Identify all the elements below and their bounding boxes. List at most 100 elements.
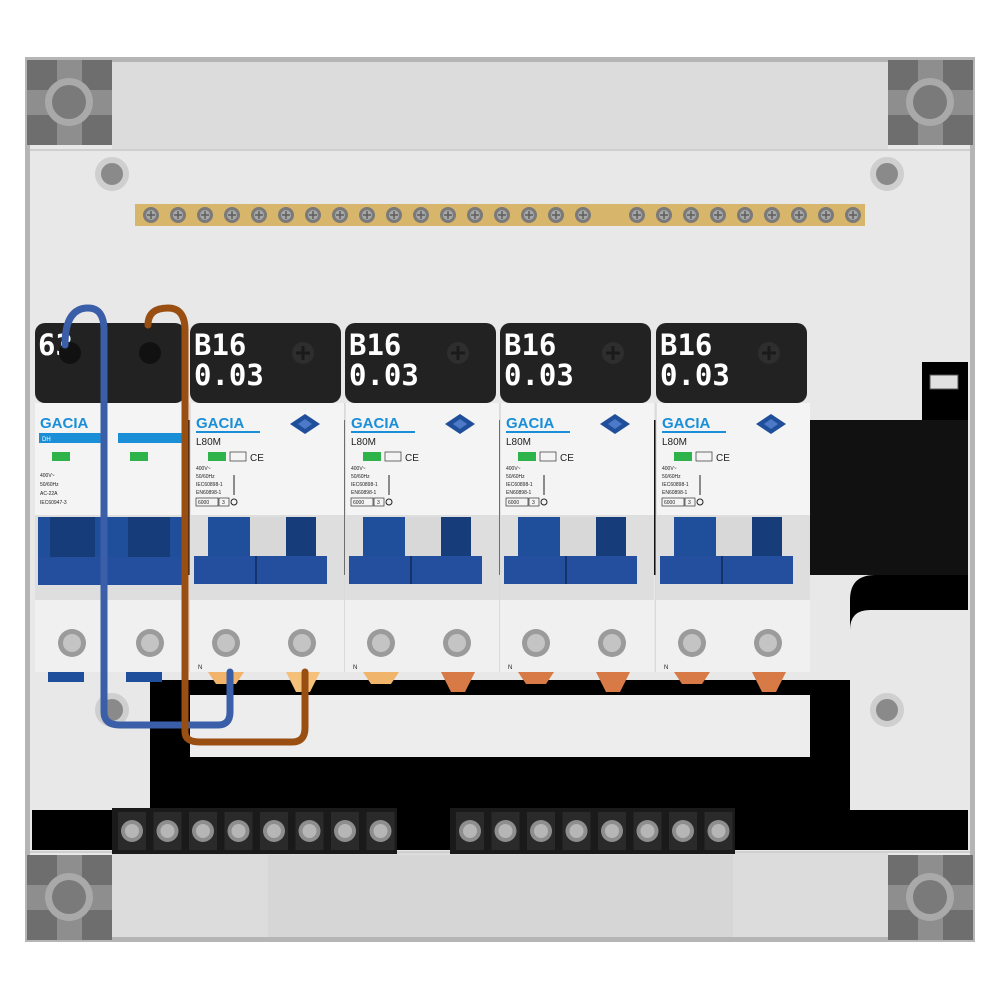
- busbar-screw: [143, 207, 159, 223]
- rcbo-toggle[interactable]: [660, 517, 793, 584]
- rcbo-spec: 50/60Hz: [196, 474, 215, 480]
- rcbo-spec: IEC60898-1: [196, 482, 223, 488]
- rcbo-toggle[interactable]: [349, 517, 482, 584]
- rcbo-spec: EN60898-1: [662, 490, 688, 496]
- busbar-screw: [170, 207, 186, 223]
- rcbo-spec: 50/60Hz: [351, 474, 370, 480]
- rcbo-model: L80M: [662, 437, 687, 448]
- terminal-screw[interactable]: [118, 812, 146, 850]
- corner-screw-top-right: [888, 60, 973, 145]
- rcbo-model: L80M: [196, 437, 221, 448]
- ce-mark-icon: CE: [405, 453, 419, 464]
- busbar-screw: [386, 207, 402, 223]
- rcbo-rating: B16: [504, 328, 556, 362]
- busbar-screw: [413, 207, 429, 223]
- rcbo-neutral-label: N: [198, 665, 202, 671]
- main-switch-spec-3: IEC60947-3: [40, 500, 67, 506]
- busbar-screw: [656, 207, 672, 223]
- rcbo-spec: IEC60898-1: [506, 482, 533, 488]
- terminal-screw[interactable]: [189, 812, 217, 850]
- terminal-screw[interactable]: [598, 812, 626, 850]
- terminal-screw[interactable]: [491, 812, 520, 850]
- rcbo-class: 3: [222, 500, 225, 506]
- rcbo-toggle[interactable]: [194, 517, 327, 584]
- corner-screw-top-left: [27, 60, 112, 145]
- rcbo-breaking: 6000: [664, 500, 675, 506]
- main-switch-spec-2: AC-22A: [40, 491, 58, 497]
- rcbo-neutral-label: N: [508, 665, 512, 671]
- test-diamond-icon[interactable]: [600, 414, 630, 434]
- busbar-screw: [332, 207, 348, 223]
- busbar-screw: [791, 207, 807, 223]
- rcbo-sensitivity: 0.03: [660, 358, 730, 392]
- ce-mark-icon: CE: [560, 453, 574, 464]
- rcbo-sensitivity: 0.03: [194, 358, 264, 392]
- rcbo-rating: B16: [194, 328, 246, 362]
- terminal-screw[interactable]: [366, 812, 395, 850]
- busbar-screw: [251, 207, 267, 223]
- busbar-screw: [521, 207, 537, 223]
- busbar-screw: [197, 207, 213, 223]
- busbar-screw: [224, 207, 240, 223]
- main-switch-indicator: [52, 452, 70, 461]
- main-switch-spec-0: 400V~: [40, 473, 55, 479]
- rcbo-spec: 400V~: [506, 466, 521, 472]
- rcbo-model: L80M: [506, 437, 531, 448]
- rcbo-spec: IEC60898-1: [351, 482, 378, 488]
- terminal-screw[interactable]: [295, 812, 324, 850]
- terminal-blocks: [112, 808, 735, 854]
- rcbo-spec: EN60898-1: [351, 490, 377, 496]
- busbar-screw: [359, 207, 375, 223]
- test-diamond-icon[interactable]: [756, 414, 786, 434]
- rcbo-breaking: 6000: [508, 500, 519, 506]
- corner-screw-bottom-left: [27, 855, 112, 940]
- main-switch[interactable]: 63 GACIA DH 400V~ 50/60Hz AC-22A IEC6094…: [35, 323, 185, 682]
- top-panel: [112, 62, 888, 150]
- ce-mark-icon: CE: [716, 453, 730, 464]
- rcbo-spec: 50/60Hz: [662, 474, 681, 480]
- rcbo-class: 3: [688, 500, 691, 506]
- busbar-screw: [710, 207, 726, 223]
- rcbo-spec: IEC60898-1: [662, 482, 689, 488]
- neutral-wire: [61, 304, 234, 729]
- terminal-screw[interactable]: [669, 812, 697, 850]
- rcbo-brand: GACIA: [196, 415, 245, 432]
- rcbo-spec: EN60898-1: [196, 490, 222, 496]
- rcbo-class: 3: [532, 500, 535, 506]
- test-diamond-icon[interactable]: [290, 414, 320, 434]
- terminal-screw[interactable]: [224, 812, 253, 850]
- terminal-screw[interactable]: [704, 812, 733, 850]
- main-switch-spec-1: 50/60Hz: [40, 482, 59, 488]
- busbar-screw: [845, 207, 861, 223]
- rcbo-1[interactable]: B160.03GACIAL80MCE400V~50/60HzIEC60898-1…: [344, 323, 499, 692]
- rcbo-sensitivity: 0.03: [349, 358, 419, 392]
- terminal-screw[interactable]: [633, 812, 662, 850]
- rcbo-0[interactable]: B160.03GACIAL80MCE400V~50/60HzIEC60898-1…: [189, 323, 344, 692]
- rcbo-model: L80M: [351, 437, 376, 448]
- busbar-screw: [629, 207, 645, 223]
- rcbo-sensitivity: 0.03: [504, 358, 574, 392]
- test-diamond-icon[interactable]: [445, 414, 475, 434]
- rcbo-brand: GACIA: [506, 415, 555, 432]
- busbar-screw: [467, 207, 483, 223]
- rcbo-breaking: 6000: [353, 500, 364, 506]
- terminal-screw[interactable]: [527, 812, 555, 850]
- rcbo-3[interactable]: B160.03GACIAL80MCE400V~50/60HzIEC60898-1…: [655, 323, 810, 692]
- busbar-screw: [764, 207, 780, 223]
- busbar-screw: [737, 207, 753, 223]
- rcbo-indicator: [518, 452, 536, 461]
- busbar-screw: [494, 207, 510, 223]
- terminal-screw[interactable]: [260, 812, 288, 850]
- rcbo-toggle[interactable]: [504, 517, 637, 584]
- busbar-screw: [683, 207, 699, 223]
- rcbo-spec: 400V~: [196, 466, 211, 472]
- terminal-screw[interactable]: [562, 812, 591, 850]
- rcbo-2[interactable]: B160.03GACIAL80MCE400V~50/60HzIEC60898-1…: [499, 323, 654, 692]
- terminal-screw[interactable]: [456, 812, 484, 850]
- live-wire: [144, 304, 309, 746]
- terminal-screw[interactable]: [153, 812, 182, 850]
- busbar-screw: [305, 207, 321, 223]
- rcbo-spec: 400V~: [351, 466, 366, 472]
- terminal-screw[interactable]: [331, 812, 359, 850]
